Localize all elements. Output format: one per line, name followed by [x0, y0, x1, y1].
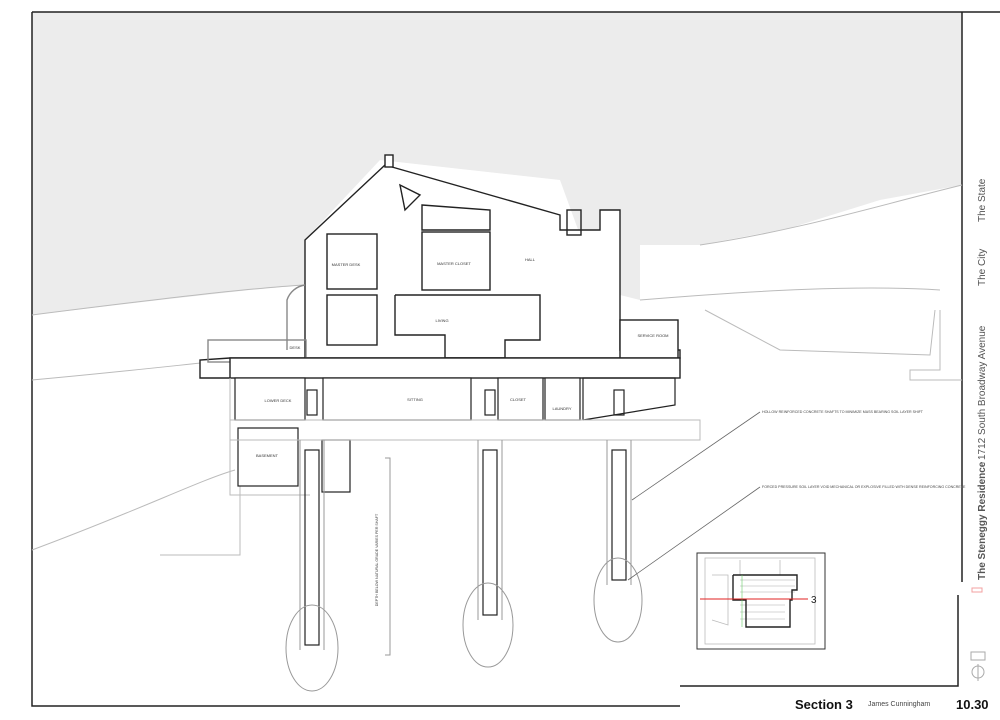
terrain-lines [31, 184, 963, 556]
sheet-title: Section 3 [795, 697, 853, 712]
room-label-living: LIVING [435, 318, 448, 323]
house-section [199, 154, 681, 379]
room-label-basement: BASEMENT [256, 453, 279, 458]
firm-logo [970, 587, 986, 681]
room-label-desk: DESK [290, 345, 301, 350]
project-state: The State [977, 178, 988, 222]
room-label-hall: HALL [525, 257, 536, 262]
room-label-laundry: LAUNDRY [552, 406, 571, 411]
project-name: The Steneggy Residence [977, 461, 988, 580]
room-label-service-room: SERVICE ROOM [637, 333, 668, 338]
project-address: 1712 South Broadway Avenue [977, 325, 988, 460]
leader-lines [627, 411, 761, 581]
lower-floor [234, 377, 676, 493]
sheet-number: 10.30 [956, 697, 989, 712]
sky-fill [32, 12, 962, 315]
section-marker: 3 [811, 595, 817, 606]
note-depth: DEPTH BELOW NATURAL GRADE VARIES PER SHA… [375, 513, 379, 606]
sheet-author: James Cunningham [868, 701, 931, 708]
note-shafts: HOLLOW REINFORCED CONCRETE SHAFTS TO MIN… [762, 410, 924, 414]
room-label-sitting: SITTING [407, 397, 423, 402]
room-label-lower-deck: LOWER DECK [265, 398, 292, 403]
room-label-master-desk: MASTER DESK [332, 262, 361, 267]
room-label-master-closet: MASTER CLOSET [437, 261, 471, 266]
foundation-shafts [304, 389, 627, 646]
shaft-voids [285, 440, 643, 692]
sheet-frame [31, 11, 1000, 707]
room-label-closet: CLOSET [510, 397, 527, 402]
foundation-outline [229, 378, 701, 496]
note-voids: FORCED PRESSURE SOIL LAYER VOID MECHANIC… [762, 485, 966, 489]
key-plan: 3 [696, 552, 826, 650]
project-city: The City [977, 249, 988, 286]
